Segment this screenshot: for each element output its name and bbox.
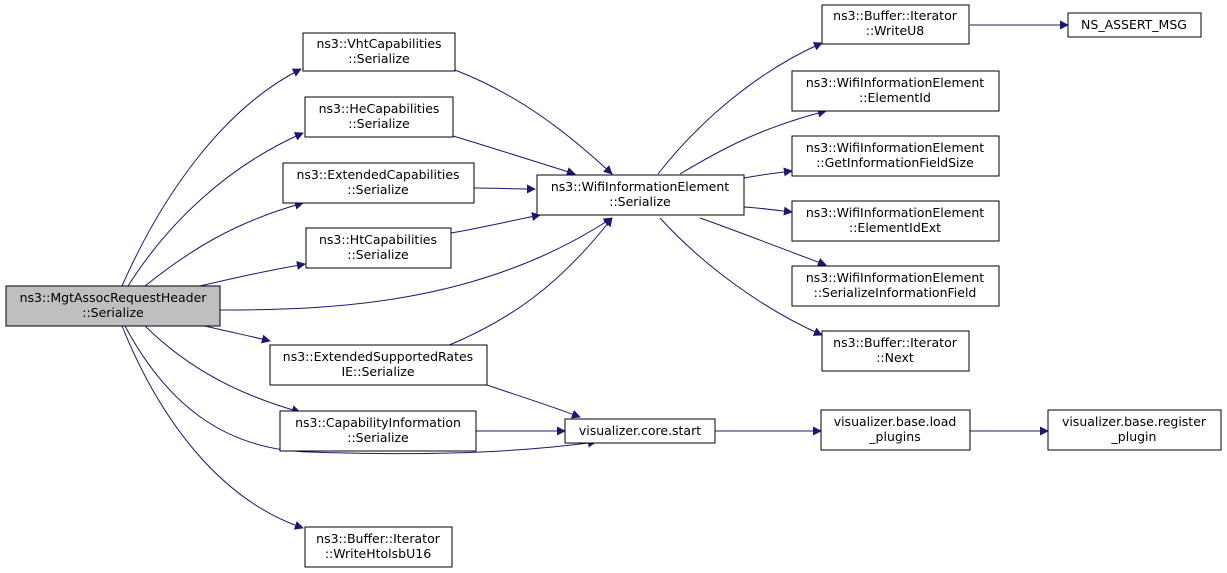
edge-root-to-cap xyxy=(144,325,301,415)
node-label-line2: ::ElementIdExt xyxy=(849,220,941,235)
node-label-line1: ns3::WifiInformationElement xyxy=(551,179,729,194)
edge-wie-to-eid xyxy=(679,108,827,175)
node-label-line2: ::SerializeInformationField xyxy=(814,285,977,300)
edge-root-to-ext xyxy=(144,200,304,287)
edge-root-to-esr xyxy=(204,325,271,344)
node-extended-capabilities-serialize[interactable]: ns3::ExtendedCapabilities ::Serialize xyxy=(282,162,475,204)
node-visualizer-base-register-plugin[interactable]: visualizer.base.register _plugin xyxy=(1047,409,1222,451)
node-label-line2: ::ElementId xyxy=(859,90,931,105)
node-label-line1: ns3::VhtCapabilities xyxy=(316,36,441,51)
node-wifi-information-element-element-id[interactable]: ns3::WifiInformationElement ::ElementId xyxy=(791,70,1000,112)
edge-he-to-wie xyxy=(452,135,576,176)
edge-wie-to-next xyxy=(659,217,823,336)
node-ns-assert-msg[interactable]: NS_ASSERT_MSG xyxy=(1067,12,1202,38)
node-label-line1: ns3::HtCapabilities xyxy=(319,232,437,247)
edge-root-to-he xyxy=(127,132,304,287)
node-label-line1: NS_ASSERT_MSG xyxy=(1081,17,1187,32)
node-label-line2: ::Serialize xyxy=(347,430,409,445)
node-label-line2: _plugin xyxy=(1111,429,1157,444)
node-wifi-information-element-get-information-field-size[interactable]: ns3::WifiInformationElement ::GetInforma… xyxy=(791,135,1000,177)
edge-esr-to-wie xyxy=(446,217,613,347)
node-label-line1: ns3::Buffer::Iterator xyxy=(833,335,958,350)
node-buffer-iterator-next[interactable]: ns3::Buffer::Iterator ::Next xyxy=(821,330,970,372)
node-buffer-iterator-write-u8[interactable]: ns3::Buffer::Iterator ::WriteU8 xyxy=(821,4,970,45)
edge-wie-to-gifs xyxy=(743,167,793,179)
node-wifi-information-element-serialize[interactable]: ns3::WifiInformationElement ::Serialize xyxy=(536,174,745,216)
node-label-line2: IE::Serialize xyxy=(341,364,414,379)
node-capability-information-serialize[interactable]: ns3::CapabilityInformation ::Serialize xyxy=(279,410,477,452)
node-vht-capabilities-serialize[interactable]: ns3::VhtCapabilities ::Serialize xyxy=(302,32,456,72)
edge-vht-to-wie xyxy=(454,69,613,175)
node-label-line1: visualizer.base.register xyxy=(1062,414,1207,429)
node-visualizer-core-start[interactable]: visualizer.core.start xyxy=(564,418,716,444)
node-label-line2: ::Serialize xyxy=(347,182,409,197)
node-label-line2: ::Serialize xyxy=(609,194,671,209)
edge-esr-to-vis xyxy=(486,384,581,419)
node-label-line1: ns3::WifiInformationElement xyxy=(806,205,984,220)
nodes: ns3::MgtAssocRequestHeader ::Serialize n… xyxy=(5,4,1222,568)
node-visualizer-base-load-plugins[interactable]: visualizer.base.load _plugins xyxy=(820,409,971,451)
node-label-line2: ::Serialize xyxy=(348,116,410,131)
node-label-line2: ::GetInformationFieldSize xyxy=(816,155,974,170)
node-label-line1: ns3::CapabilityInformation xyxy=(295,415,461,430)
edge-wie-to-sif xyxy=(699,217,827,267)
edge-root-to-vis xyxy=(124,325,597,455)
edge-root-to-whb xyxy=(121,325,304,530)
node-label-line2: ::Serialize xyxy=(347,247,409,262)
node-label-line2: ::WriteHtolsbU16 xyxy=(325,546,431,561)
node-ht-capabilities-serialize[interactable]: ns3::HtCapabilities ::Serialize xyxy=(305,227,452,269)
node-label-line2: _plugins xyxy=(868,429,920,444)
node-label-line1: visualizer.base.load xyxy=(834,414,957,429)
edge-root-to-vht xyxy=(121,68,302,287)
node-label-line1: ns3::Buffer::Iterator xyxy=(316,531,441,546)
node-label-line1: ns3::ExtendedSupportedRates xyxy=(283,349,473,364)
node-wifi-information-element-element-id-ext[interactable]: ns3::WifiInformationElement ::ElementIdE… xyxy=(791,200,1000,242)
node-buffer-iterator-write-htolsb-u16[interactable]: ns3::Buffer::Iterator ::WriteHtolsbU16 xyxy=(304,526,453,568)
node-extended-supported-rates-ie-serialize[interactable]: ns3::ExtendedSupportedRates IE::Serializ… xyxy=(269,344,488,386)
edge-ht-to-wie xyxy=(450,212,541,234)
node-label-line1: ns3::Buffer::Iterator xyxy=(833,8,958,23)
node-label-line2: ::Serialize xyxy=(82,305,144,320)
node-he-capabilities-serialize[interactable]: ns3::HeCapabilities ::Serialize xyxy=(304,96,454,138)
node-label-line1: ns3::WifiInformationElement xyxy=(806,140,984,155)
node-mgt-assoc-request-header-serialize[interactable]: ns3::MgtAssocRequestHeader ::Serialize xyxy=(5,285,221,327)
edges xyxy=(121,20,1069,530)
node-wifi-information-element-serialize-information-field[interactable]: ns3::WifiInformationElement ::SerializeI… xyxy=(791,265,1000,307)
node-label-line1: ns3::WifiInformationElement xyxy=(806,270,984,285)
node-label-line1: visualizer.core.start xyxy=(579,423,701,438)
edge-ext-to-wie xyxy=(473,184,536,194)
node-label-line1: ns3::ExtendedCapabilities xyxy=(296,167,459,182)
node-label-line2: ::Next xyxy=(876,350,914,365)
node-label-line1: ns3::WifiInformationElement xyxy=(806,75,984,90)
node-label-line1: ns3::MgtAssocRequestHeader xyxy=(20,290,208,305)
edge-wie-to-wu8 xyxy=(657,42,823,175)
edge-wie-to-eidx xyxy=(743,206,793,216)
node-label-line2: ::Serialize xyxy=(348,51,410,66)
node-label-line2: ::WriteU8 xyxy=(866,23,925,38)
edge-root-to-ht xyxy=(199,260,306,287)
node-label-line1: ns3::HeCapabilities xyxy=(319,101,440,116)
edge-root-to-wie xyxy=(219,217,613,311)
